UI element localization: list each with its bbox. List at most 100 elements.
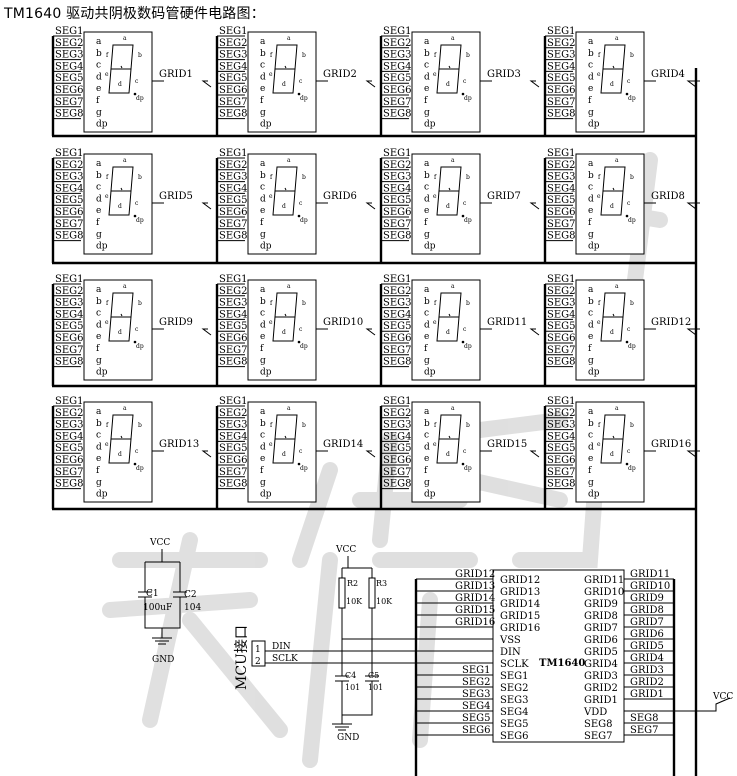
chip-right-pin: GRID11 — [584, 575, 624, 586]
seg-label: SEG3 — [55, 50, 84, 61]
cap-wire — [341, 681, 373, 724]
seg-label: SEG6 — [55, 455, 84, 466]
digit-label-d: d — [118, 203, 122, 210]
display-pin-label: g — [96, 356, 102, 366]
segment-g — [284, 313, 287, 317]
chip-right-net: GRID1 — [630, 689, 664, 700]
digit-lower — [600, 190, 624, 216]
display-pin-label: c — [424, 431, 429, 441]
digit-label-e: e — [269, 319, 273, 326]
seg-label: SEG4 — [383, 183, 412, 194]
seg-label: SEG3 — [219, 172, 248, 183]
digit-label-e: e — [105, 193, 109, 200]
segment-g — [284, 187, 287, 191]
grid-label: GRID2 — [323, 69, 357, 80]
chip-right-pin: GRID3 — [584, 671, 618, 682]
seg-label: SEG7 — [55, 345, 84, 356]
display-body — [411, 279, 481, 381]
digit-label-e: e — [597, 441, 601, 448]
seg-label: SEG5 — [55, 195, 84, 206]
grid-label: GRID4 — [651, 69, 685, 80]
digit-label-dp: dp — [464, 217, 472, 224]
chip-left-pin: SEG2 — [500, 683, 529, 694]
seg-label: SEG8 — [547, 231, 576, 242]
connector-body — [251, 640, 266, 667]
digit-label-e: e — [105, 319, 109, 326]
display-pin-label: a — [260, 407, 266, 417]
seg-label: SEG5 — [55, 443, 84, 454]
display-body — [575, 401, 645, 503]
digit-label-dp: dp — [464, 343, 472, 350]
seg-label: SEG1 — [547, 148, 576, 159]
display-pin-label: dp — [260, 368, 272, 378]
seg-label: SEG8 — [383, 357, 412, 368]
seg-label: SEG7 — [55, 467, 84, 478]
vdd-wire — [624, 697, 731, 712]
display-pin-label: g — [424, 108, 430, 118]
digit-label-f: f — [434, 422, 437, 429]
cap-value: 101 — [345, 683, 360, 692]
grid-net — [529, 202, 540, 210]
display-pin-label: c — [424, 61, 429, 71]
display-module: SEG1SEG2SEG3SEG4SEG5SEG6SEG7SEG8abcdefgd… — [51, 274, 212, 386]
grid-net — [686, 450, 700, 458]
digit-label-c: c — [299, 78, 303, 85]
seg-label: SEG5 — [219, 73, 248, 84]
grid-net — [365, 450, 376, 458]
segment-g — [612, 187, 615, 191]
cap-value: 104 — [184, 603, 201, 613]
seg-label: SEG1 — [55, 148, 84, 159]
digit-label-dp: dp — [136, 217, 144, 224]
display-module: SEG1SEG2SEG3SEG4SEG5SEG6SEG7SEG8abcdefgd… — [215, 396, 376, 509]
chip-right-net: GRID2 — [630, 677, 664, 688]
chip-right-pin: GRID9 — [584, 599, 618, 610]
seg-label: SEG5 — [547, 73, 576, 84]
dp-dot — [297, 92, 301, 96]
digit-label-f: f — [598, 52, 601, 59]
grid-label: GRID10 — [323, 317, 363, 328]
digit-lower — [436, 190, 460, 216]
chip-left-pin: SEG3 — [500, 695, 529, 706]
segment-g — [612, 435, 615, 439]
display-pin-label: e — [96, 454, 101, 464]
display-pin-label: g — [424, 478, 430, 488]
display-body — [247, 31, 317, 133]
cap-value: 101 — [368, 683, 383, 692]
seg-label: SEG4 — [383, 431, 412, 442]
display-pin-label: a — [260, 37, 266, 47]
display-body — [83, 401, 153, 503]
segment-g — [612, 65, 615, 69]
display-pin-label: d — [260, 320, 266, 330]
seg-label: SEG2 — [547, 286, 576, 297]
seg-label: SEG8 — [219, 231, 248, 242]
segment-g — [448, 187, 451, 191]
display-pin-label: d — [588, 442, 594, 452]
digit-lower — [272, 438, 296, 464]
res-value: 10K — [376, 597, 393, 606]
seg-label: SEG3 — [383, 50, 412, 61]
grid-net — [686, 328, 700, 336]
chip-left-pin: GRID12 — [500, 575, 540, 586]
display-pin-label: b — [260, 419, 266, 429]
seg-label: SEG6 — [547, 85, 576, 96]
display-pin-label: b — [424, 49, 430, 59]
display-pin-label: f — [96, 218, 100, 228]
digit-label-b: b — [138, 174, 142, 181]
chip-right-pin: VDD — [583, 707, 607, 718]
digit-label-e: e — [433, 441, 437, 448]
seg-label: SEG6 — [219, 455, 248, 466]
vcc-label: VCC — [149, 538, 170, 548]
seg-label: SEG8 — [547, 479, 576, 490]
seg-label: SEG1 — [383, 148, 412, 159]
cap-wire — [341, 651, 373, 676]
display-pin-label: d — [260, 194, 266, 204]
chip-left-net: GRID14 — [455, 593, 495, 604]
display-pin-label: e — [96, 332, 101, 342]
seg-label: SEG6 — [383, 207, 412, 218]
